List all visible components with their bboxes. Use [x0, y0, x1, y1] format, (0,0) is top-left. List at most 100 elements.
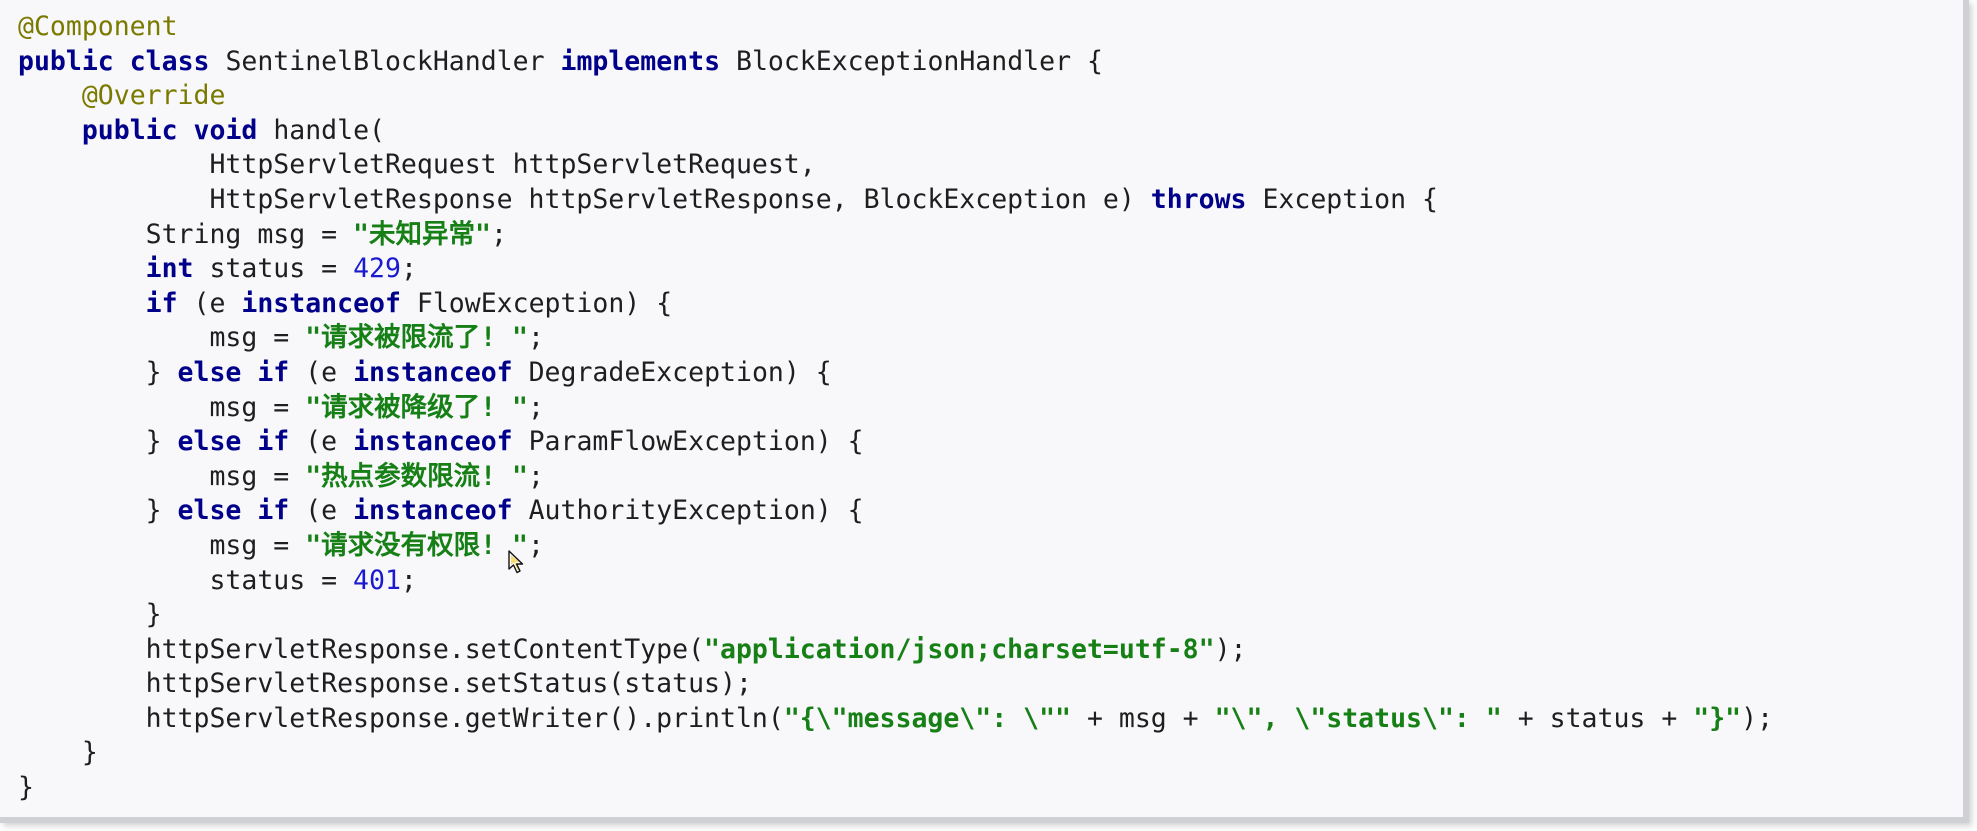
keyword: else	[177, 495, 242, 527]
string-literal: "}"	[1693, 702, 1742, 734]
code-text: FlowException) {	[400, 287, 673, 319]
code-text: httpServletResponse.setStatus(status);	[18, 668, 752, 700]
code-text	[241, 357, 257, 388]
mouse-pointer-icon	[508, 550, 524, 574]
code-line: public void handle(	[18, 114, 1773, 149]
annotation: @Component	[18, 11, 178, 42]
keyword: instanceof	[353, 426, 513, 458]
code-text: ;	[490, 218, 507, 250]
keyword: if	[257, 426, 290, 458]
code-line: public class SentinelBlockHandler implem…	[18, 45, 1773, 80]
code-text: }	[18, 737, 98, 769]
code-text	[178, 115, 194, 146]
code-line: }	[18, 736, 1773, 771]
code-line: httpServletResponse.setContentType("appl…	[18, 633, 1773, 668]
code-line: HttpServletResponse httpServletResponse,…	[18, 183, 1773, 218]
keyword: if	[257, 495, 290, 527]
annotation: @Override	[81, 80, 226, 112]
string-literal: "application/json;charset=utf-8"	[704, 633, 1215, 665]
code-line: status = 401;	[18, 564, 1773, 599]
code-text: (e	[289, 356, 354, 388]
code-text: ;	[400, 564, 417, 596]
code-line: }	[18, 771, 1773, 806]
code-text	[18, 253, 146, 284]
keyword: instanceof	[241, 287, 401, 319]
code-text: (e	[289, 495, 354, 527]
string-literal: "\", \"status\": "	[1214, 702, 1502, 734]
string-literal: "请求被限流了! "	[305, 322, 529, 354]
code-line: msg = "热点参数限流! ";	[18, 460, 1773, 495]
code-line: if (e instanceof FlowException) {	[18, 287, 1773, 322]
code-text: DegradeException) {	[512, 356, 832, 388]
keyword: if	[145, 287, 178, 319]
code-text: status =	[193, 253, 354, 285]
code-text	[241, 495, 257, 526]
code-text	[241, 426, 257, 457]
code-text: httpServletResponse.getWriter().println(	[18, 702, 784, 734]
code-text: }	[18, 426, 178, 458]
code-text: (e	[289, 426, 354, 458]
code-text: ;	[400, 253, 417, 285]
code-text: httpServletResponse.setContentType(	[18, 633, 705, 665]
code-text: AuthorityException) {	[512, 495, 864, 527]
code-text: + status +	[1501, 702, 1694, 734]
string-literal: "热点参数限流! "	[305, 460, 529, 492]
code-text	[18, 288, 146, 319]
code-text: ;	[528, 391, 544, 423]
code-text: ;	[528, 460, 544, 492]
code-text: ;	[528, 529, 544, 561]
code-text: msg =	[18, 391, 306, 423]
code-text: }	[18, 495, 178, 527]
code-line: int status = 429;	[18, 252, 1773, 287]
keyword: if	[257, 356, 290, 388]
code-text: }	[18, 772, 34, 804]
code-line: @Override	[18, 79, 1773, 114]
number-literal: 429	[353, 253, 401, 285]
code-line: } else if (e instanceof ParamFlowExcepti…	[18, 425, 1773, 460]
number-literal: 401	[353, 564, 401, 596]
code-text: String msg =	[18, 218, 354, 250]
code-line: msg = "请求没有权限! ";	[18, 529, 1773, 564]
code-text: HttpServletResponse httpServletResponse,…	[18, 183, 1151, 215]
code-text: );	[1214, 633, 1247, 665]
code-line: msg = "请求被降级了! ";	[18, 391, 1773, 426]
code-line: }	[18, 598, 1773, 633]
code-line: } else if (e instanceof DegradeException…	[18, 356, 1773, 391]
code-line: HttpServletRequest httpServletRequest,	[18, 148, 1773, 183]
code-text: (e	[177, 287, 242, 319]
keyword: instanceof	[353, 356, 513, 388]
keyword: implements	[560, 45, 721, 77]
code-text	[18, 115, 82, 146]
code-text: Exception {	[1246, 183, 1438, 215]
code-text: }	[18, 356, 178, 388]
string-literal: "请求被降级了! "	[305, 391, 529, 423]
code-text: }	[18, 599, 162, 631]
code-line: String msg = "未知异常";	[18, 218, 1773, 253]
string-literal: "{\"message\": \""	[783, 702, 1071, 734]
keyword: int	[145, 253, 194, 285]
code-text: + msg +	[1071, 702, 1215, 734]
code-text: msg =	[18, 529, 306, 561]
string-literal: "请求没有权限! "	[305, 529, 529, 561]
code-text: HttpServletRequest httpServletRequest,	[18, 149, 816, 181]
keyword: void	[193, 114, 258, 146]
keyword: public	[81, 114, 178, 146]
code-text: ParamFlowException) {	[512, 426, 864, 458]
keyword: public	[18, 45, 114, 77]
code-text: status =	[18, 564, 354, 596]
code-text: handle(	[257, 114, 385, 146]
code-text	[114, 46, 130, 77]
code-text: BlockExceptionHandler {	[720, 45, 1103, 77]
code-line: httpServletResponse.getWriter().println(…	[18, 702, 1773, 737]
code-text: );	[1741, 702, 1774, 734]
code-line: httpServletResponse.setStatus(status);	[18, 667, 1773, 702]
code-text: msg =	[18, 460, 306, 492]
code-line: @Component	[18, 10, 1773, 45]
keyword: class	[129, 45, 210, 77]
keyword: instanceof	[353, 495, 513, 527]
code-text: SentinelBlockHandler	[209, 45, 561, 77]
code-line: msg = "请求被限流了! ";	[18, 321, 1773, 356]
keyword: else	[177, 356, 242, 388]
